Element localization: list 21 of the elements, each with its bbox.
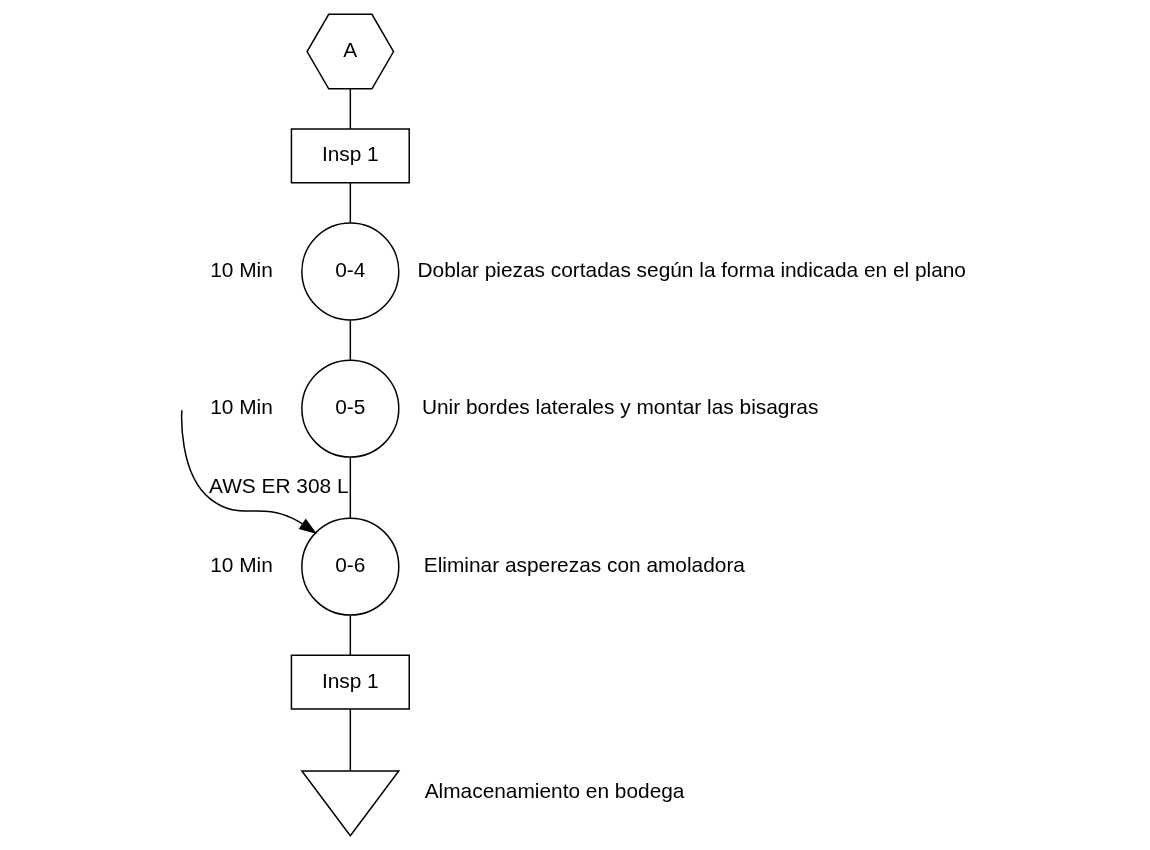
node-label: Almacenamiento en bodega xyxy=(424,779,685,803)
node-circle: 0-5 xyxy=(301,359,400,458)
connector xyxy=(349,88,352,130)
connector xyxy=(349,182,352,224)
edge-label: AWS ER 308 L xyxy=(209,474,349,498)
node-box: Insp 1 xyxy=(290,128,410,184)
connector xyxy=(349,614,352,657)
node-label: Eliminar asperezas con amoladora xyxy=(423,553,745,577)
connector xyxy=(349,319,352,361)
node-circle: 0-4 xyxy=(301,222,400,321)
connector xyxy=(349,456,352,519)
node-label: Doblar piezas cortadas según la forma indicada en el plano xyxy=(417,257,966,281)
arrow xyxy=(180,409,317,534)
connector xyxy=(349,708,352,772)
node-label: 10 Min xyxy=(210,395,273,419)
node-label: Unir bordes laterales y montar las bisagras xyxy=(421,395,819,419)
node-circle: 0-6 xyxy=(301,517,400,616)
node-box: Insp 1 xyxy=(290,654,410,710)
node-label: 10 Min xyxy=(210,257,273,281)
node-triangle xyxy=(300,770,401,837)
node-label: 10 Min xyxy=(210,553,273,577)
